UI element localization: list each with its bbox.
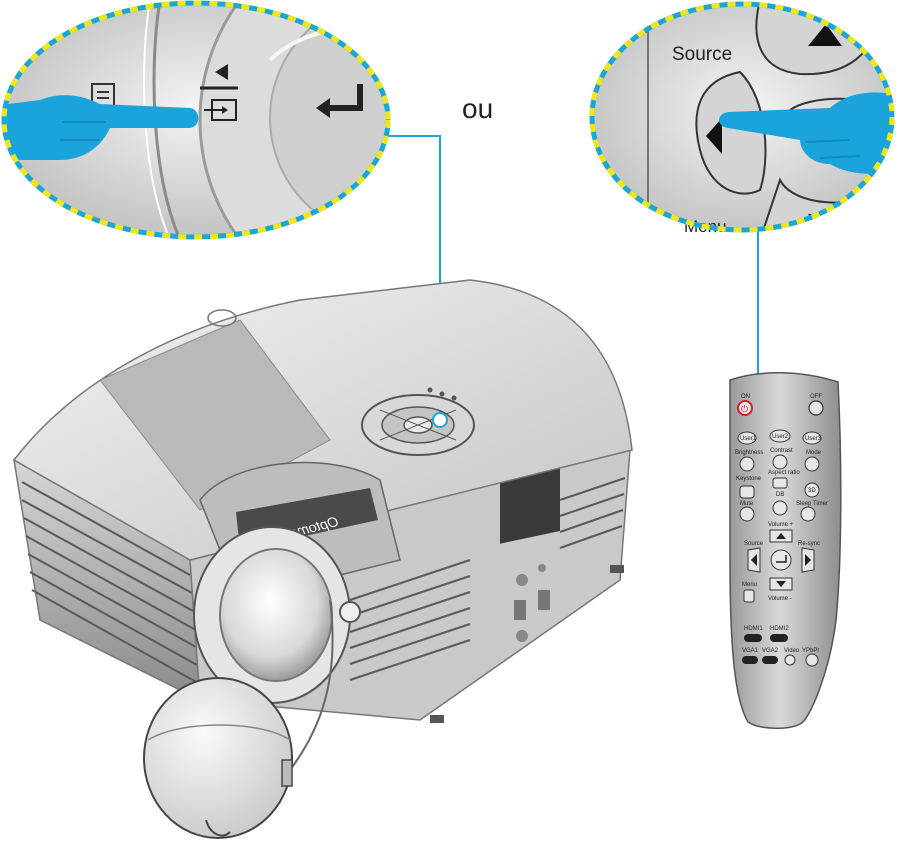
3d-label: 3D (808, 488, 816, 494)
keypad-source-highlight (433, 413, 447, 427)
user2-label: User2 (772, 434, 789, 440)
video-button[interactable] (785, 655, 795, 665)
video-label: Video (784, 648, 800, 654)
mute-label: Mute (740, 501, 754, 507)
hdmi1-label: HDMI1 (744, 626, 763, 632)
enter-button[interactable] (771, 550, 791, 570)
user1-label: User1 (740, 436, 757, 442)
vga2-label: VGA2 (762, 648, 779, 654)
user3-label: User3 (805, 436, 822, 442)
keystone-button[interactable] (740, 486, 754, 498)
sleep-timer-label: Sleep Timer (796, 501, 828, 507)
hdmi1-button[interactable] (744, 634, 762, 642)
aspect-ratio-label: Aspect ratio (768, 470, 800, 476)
ypbpr-button[interactable] (806, 654, 818, 666)
projector-keypad-zoom (0, 0, 600, 320)
off-label: OFF (810, 394, 822, 400)
contrast-label: Contrast (770, 448, 793, 454)
hdmi2-label: HDMI2 (770, 626, 789, 632)
db-label: DB (776, 492, 784, 498)
on-label: ON (741, 394, 750, 400)
aspect-ratio-button[interactable] (773, 478, 787, 488)
contrast-button[interactable] (773, 455, 787, 469)
vga1-label: VGA1 (742, 648, 759, 654)
vga2-button[interactable] (762, 656, 778, 664)
menu-button[interactable] (744, 590, 754, 602)
connector-word: ou (462, 93, 493, 124)
mute-button[interactable] (740, 507, 754, 521)
mode-button[interactable] (805, 457, 819, 471)
menu-label: Menu (742, 582, 757, 588)
volume-plus-label: Volume + (768, 522, 794, 528)
sleep-timer-button[interactable] (801, 507, 815, 521)
vga1-button[interactable] (742, 656, 758, 664)
ir-sensor (340, 602, 360, 622)
volume-minus-label: Volume - (768, 596, 792, 602)
hdmi2-button[interactable] (770, 634, 788, 642)
brightness-button[interactable] (740, 457, 754, 471)
projector: Optoma (14, 280, 632, 723)
source-label: Source (744, 541, 764, 547)
zoom-source-label: Source (672, 44, 732, 65)
power-icon: ⏻ (741, 404, 748, 414)
mode-label: Mode (806, 450, 822, 456)
brightness-label: Brightness (735, 450, 763, 456)
keystone-label: Keystone (736, 476, 762, 482)
remote-zoom: Source Menu (590, 0, 900, 240)
resync-label: Re-sync (798, 541, 820, 547)
remote-control: ON ⏻ OFF User1 User2 User3 Brightness Co… (730, 373, 841, 729)
ypbpr-label: YPbPr (802, 648, 819, 654)
power-off-button[interactable] (809, 401, 823, 415)
db-button[interactable] (773, 501, 787, 515)
lens (220, 549, 332, 681)
